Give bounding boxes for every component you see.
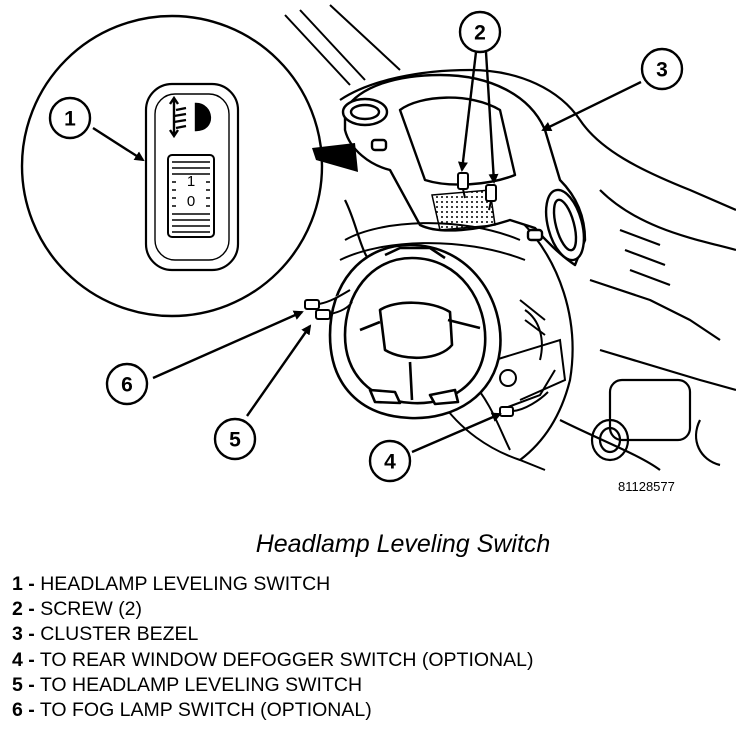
legend-text: SCREW (2) bbox=[40, 598, 143, 621]
dial-mark-top: 1 bbox=[187, 173, 195, 190]
steering-column bbox=[439, 309, 567, 471]
figure-title: Headlamp Leveling Switch bbox=[255, 530, 551, 558]
legend-item: 2 - SCREW (2) bbox=[12, 597, 534, 622]
legend-number: 5 - bbox=[12, 673, 35, 696]
legend-item: 1 - HEADLAMP LEVELING SWITCH bbox=[12, 572, 534, 597]
legend-number: 1 - bbox=[12, 573, 35, 595]
legend-text: CLUSTER BEZEL bbox=[40, 623, 199, 646]
legend-text: TO REAR WINDOW DEFOGGER SWITCH (OPTIONAL… bbox=[39, 648, 534, 671]
svg-text:5: 5 bbox=[229, 429, 241, 452]
switch-inset: 1 0 bbox=[20, 14, 358, 318]
legend-text: TO HEADLAMP LEVELING SWITCH bbox=[39, 673, 363, 696]
dashboard bbox=[339, 68, 736, 471]
dial-mark-bottom: 0 bbox=[187, 193, 195, 210]
leader-lines bbox=[92, 51, 642, 454]
legend-number: 6 - bbox=[12, 699, 35, 722]
cluster-bezel bbox=[341, 73, 587, 267]
callout-4: 4 bbox=[368, 439, 412, 483]
leveling-dial: 1 0 bbox=[167, 154, 215, 238]
svg-text:4: 4 bbox=[384, 451, 396, 474]
windshield-pillar bbox=[284, 4, 401, 86]
legend-item: 5 - TO HEADLAMP LEVELING SWITCH bbox=[12, 673, 534, 698]
switch-connectors bbox=[304, 289, 353, 320]
defogger-connector bbox=[499, 391, 549, 417]
dashboard-illustration: 1 0 1 2 3 4 5 6 bbox=[20, 4, 736, 483]
headlamp-icon bbox=[169, 95, 212, 139]
svg-text:2: 2 bbox=[474, 22, 486, 45]
legend-item: 6 - TO FOG LAMP SWITCH (OPTIONAL) bbox=[12, 698, 534, 723]
figure-id: 81128577 bbox=[618, 479, 675, 494]
legend-text: TO FOG LAMP SWITCH (OPTIONAL) bbox=[39, 699, 372, 722]
svg-text:3: 3 bbox=[656, 59, 668, 82]
callout-5: 5 bbox=[213, 417, 257, 461]
legend-number: 2 - bbox=[12, 598, 35, 621]
legend-item: 4 - TO REAR WINDOW DEFOGGER SWITCH (OPTI… bbox=[12, 648, 534, 673]
steering-wheel bbox=[328, 243, 502, 420]
callout-3: 3 bbox=[640, 47, 684, 91]
legend: 1 - HEADLAMP LEVELING SWITCH 2 - SCREW (… bbox=[12, 572, 534, 723]
svg-text:6: 6 bbox=[121, 374, 133, 397]
legend-text: HEADLAMP LEVELING SWITCH bbox=[40, 573, 331, 595]
legend-number: 3 - bbox=[12, 623, 35, 646]
switch-panel bbox=[431, 189, 496, 231]
callout-6: 6 bbox=[105, 362, 149, 406]
callout-2: 2 bbox=[458, 10, 502, 54]
legend-item: 3 - CLUSTER BEZEL bbox=[12, 622, 534, 647]
svg-text:1: 1 bbox=[64, 108, 76, 131]
callout-1: 1 bbox=[48, 96, 92, 140]
screws bbox=[457, 172, 497, 211]
legend-number: 4 - bbox=[12, 648, 35, 671]
